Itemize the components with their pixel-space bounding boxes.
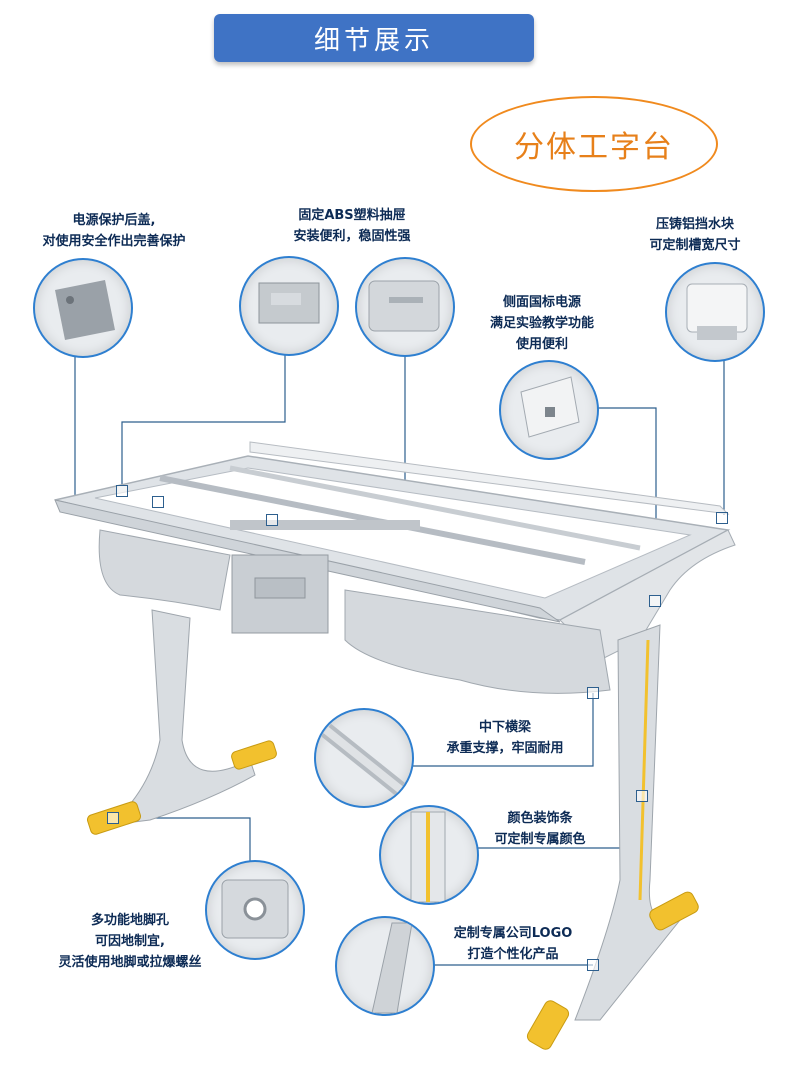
detail-crossbeam-image [314,708,414,808]
marker-power-cover [116,485,128,497]
marker-logo [587,959,599,971]
caption-drawer: 固定ABS塑料抽屉安装便利，稳固性强 [293,208,411,244]
caption-water-block: 压铸铝挡水块可定制槽宽尺寸 [649,217,741,253]
section-title: 细节展示 [214,14,534,62]
marker-drawer [266,514,278,526]
caption-power-cover: 电源保护后盖,对使用安全作出完善保护 [42,213,186,249]
marker-power-socket [649,595,661,607]
caption-foot-hole: 多功能地脚孔可因地制宜,灵活使用地脚或拉爆螺丝 [58,913,202,970]
marker-color-strip [636,790,648,802]
product-badge: 分体工字台 [470,96,718,192]
detail-logo-image [335,916,435,1016]
detail-drawer-image [239,256,339,356]
caption-crossbeam: 中下横梁承重支撑，牢固耐用 [446,720,564,756]
detail-drawer-handle-image [355,257,455,357]
detail-power-cover-image [33,258,133,358]
caption-color-strip: 颜色装饰条可定制专属颜色 [494,811,586,847]
detail-color-strip-image [379,805,479,905]
marker-crossbeam [587,687,599,699]
marker-foot-hole [107,812,119,824]
caption-power-socket: 侧面国标电源满足实验教学功能使用便利 [489,295,594,352]
detail-water-block-image [665,262,765,362]
detail-foot-hole-image [205,860,305,960]
marker-water-block [716,512,728,524]
detail-power-socket-image [499,360,599,460]
marker-drawer-left [152,496,164,508]
